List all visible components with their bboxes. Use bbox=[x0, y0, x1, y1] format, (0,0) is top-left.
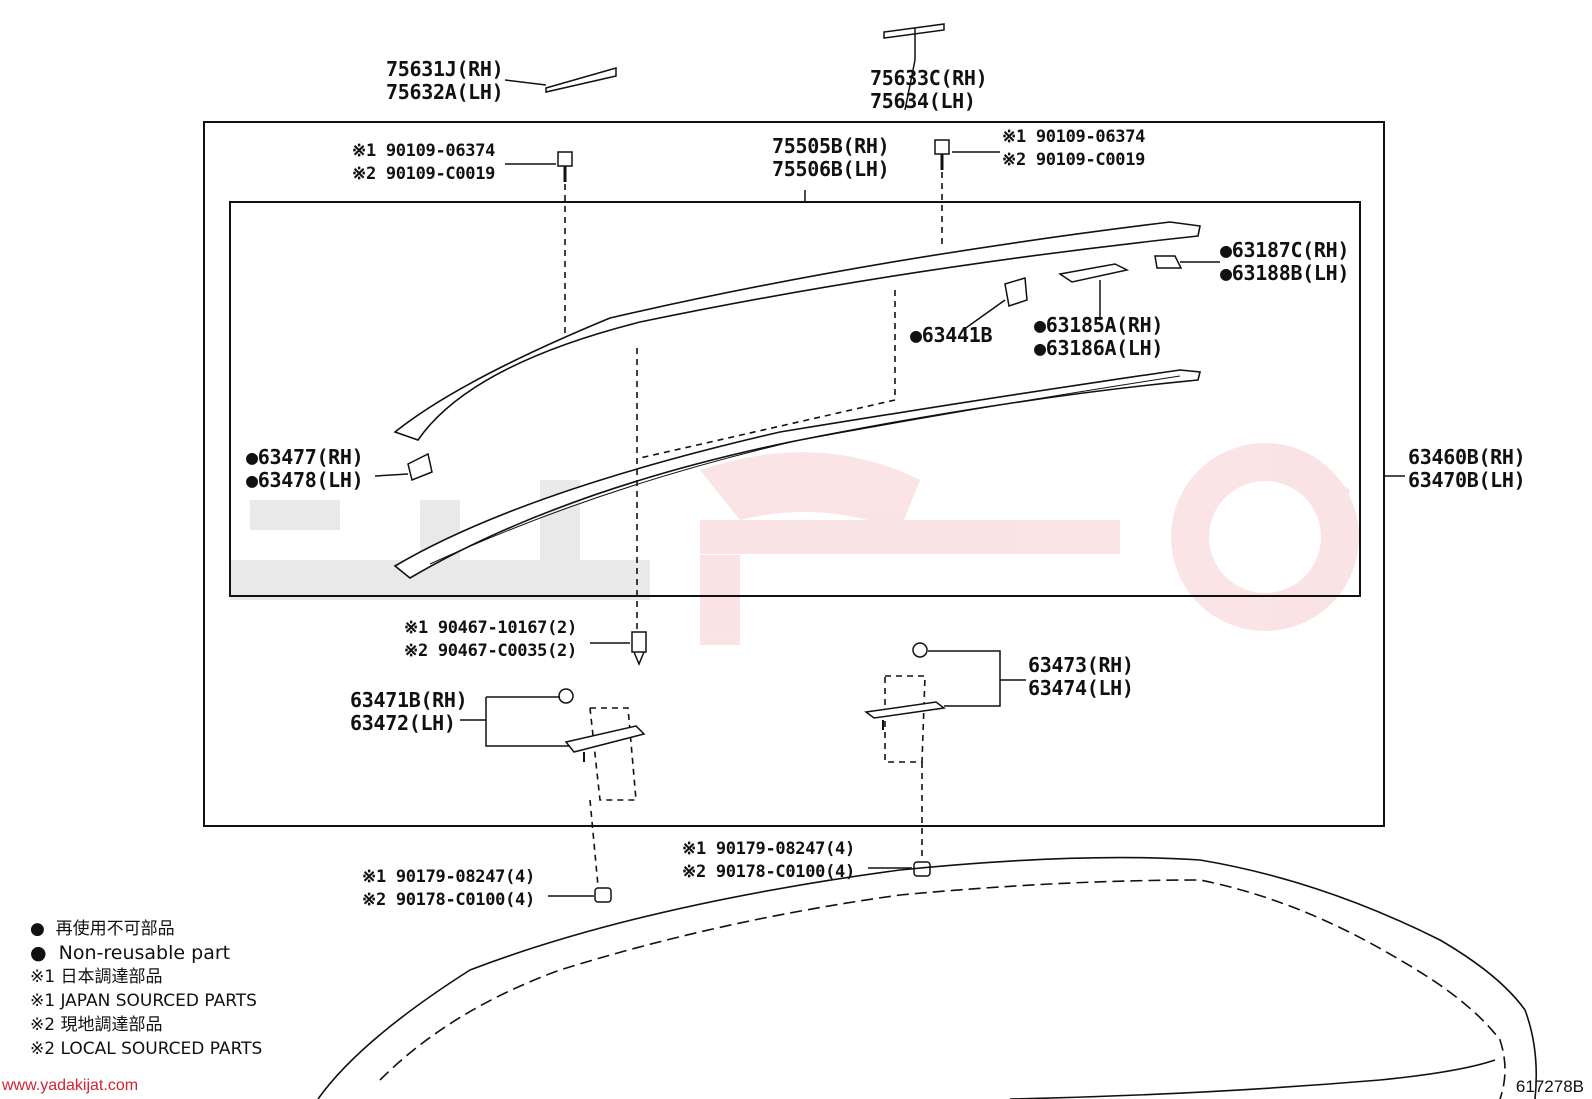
callout-bolt-left-1: ※1 90109-06374 bbox=[352, 141, 496, 161]
legend-line-6: ※2 LOCAL SOURCED PARTS bbox=[30, 1039, 263, 1059]
callout-bracket-left-rh: 63471B(RH) bbox=[350, 688, 468, 712]
bracket-right-icon bbox=[864, 642, 946, 730]
legend: ● 再使用不可部品 ● Non-reusable part ※1 日本調達部品 … bbox=[30, 917, 262, 1061]
bracket-left-icon bbox=[558, 688, 646, 762]
callout-clip-end-lh: ●63188B(LH) bbox=[1220, 261, 1350, 285]
callout-clip-mid-lh: ●63186A(LH) bbox=[1034, 336, 1164, 360]
callout-rail-rh: 75505B(RH) bbox=[772, 134, 890, 158]
callout-bolt-left-2: ※2 90109-C0019 bbox=[352, 164, 496, 184]
diagram-number: 617278B bbox=[1515, 1077, 1584, 1096]
callout-end-cap-lh: ●63478(LH) bbox=[246, 468, 364, 492]
callout-end-cap-rh: ●63477(RH) bbox=[246, 445, 364, 469]
clip-mid-part bbox=[1058, 263, 1130, 283]
nut-left-icon bbox=[594, 887, 612, 903]
callout-bracket-left-lh: 63472(LH) bbox=[350, 711, 456, 735]
legend-line-2: ● Non-reusable part bbox=[30, 942, 231, 964]
molding-left-part bbox=[545, 67, 617, 93]
callout-nut-right-2: ※2 90178-C0100(4) bbox=[682, 862, 855, 882]
callout-nut-left-2: ※2 90178-C0100(4) bbox=[362, 890, 535, 910]
callout-nut-right-1: ※1 90179-08247(4) bbox=[682, 839, 855, 859]
roof-rail-lower bbox=[393, 369, 1202, 579]
callout-bolt-right-1: ※1 90109-06374 bbox=[1002, 127, 1146, 147]
clip-end-part bbox=[1154, 255, 1183, 269]
assembly-outer-box bbox=[203, 121, 1385, 827]
bolt-right-icon bbox=[934, 139, 950, 170]
callout-bracket-right-lh: 63474(LH) bbox=[1028, 676, 1134, 700]
vehicle-roof-outline bbox=[317, 856, 1537, 1099]
callout-nut-left-1: ※1 90179-08247(4) bbox=[362, 867, 535, 887]
watermark-url: www.yadakijat.com bbox=[2, 1077, 139, 1094]
callout-molding-left-rh: 75631J(RH) bbox=[386, 57, 504, 81]
legend-line-5: ※2 現地調達部品 bbox=[30, 1015, 163, 1035]
callout-clip-small: ●63441B bbox=[910, 323, 993, 347]
callout-clip-mid-rh: ●63185A(RH) bbox=[1034, 313, 1164, 337]
callout-molding-right-rh: 75633C(RH) bbox=[870, 66, 988, 90]
rail-inner-box bbox=[229, 201, 1361, 597]
callout-bolt-right-2: ※2 90109-C0019 bbox=[1002, 150, 1146, 170]
callout-rail-assembly-rh: 63460B(RH) bbox=[1408, 445, 1526, 469]
legend-line-1: ● 再使用不可部品 bbox=[30, 919, 175, 939]
clip-small-part bbox=[1004, 277, 1028, 307]
callout-rail-lh: 75506B(LH) bbox=[772, 157, 890, 181]
watermark-logo bbox=[230, 443, 1359, 645]
callout-molding-right-lh: 75634(LH) bbox=[870, 89, 976, 113]
callout-clip-end-rh: ●63187C(RH) bbox=[1220, 238, 1350, 262]
bolt-left-icon bbox=[557, 151, 573, 182]
callout-clip-lower-2: ※2 90467-C0035(2) bbox=[404, 641, 577, 661]
alignment-dashes bbox=[564, 172, 943, 887]
legend-line-4: ※1 JAPAN SOURCED PARTS bbox=[30, 991, 257, 1011]
callout-molding-left-lh: 75632A(LH) bbox=[386, 80, 504, 104]
callout-rail-assembly-lh: 63470B(LH) bbox=[1408, 468, 1526, 492]
callout-bracket-right-rh: 63473(RH) bbox=[1028, 653, 1134, 677]
roof-rail-upper bbox=[393, 221, 1201, 441]
end-cap-left bbox=[407, 452, 433, 482]
molding-right-part bbox=[883, 23, 945, 39]
callout-clip-lower-1: ※1 90467-10167(2) bbox=[404, 618, 577, 638]
legend-line-3: ※1 日本調達部品 bbox=[30, 967, 163, 987]
push-clip-icon bbox=[631, 631, 647, 666]
